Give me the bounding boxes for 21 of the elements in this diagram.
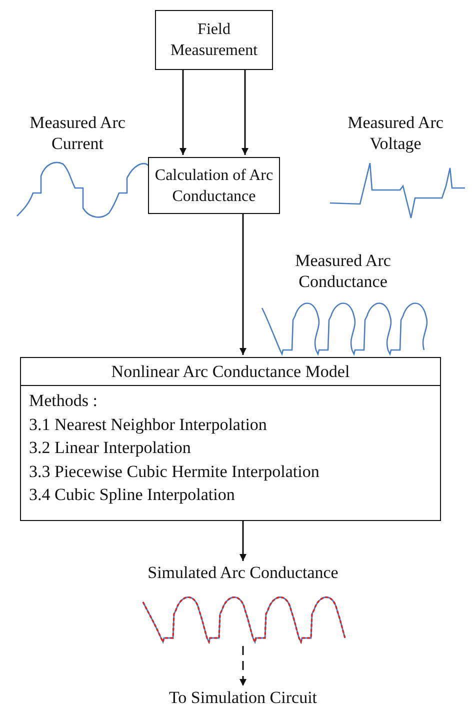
method-item: 3.1 Nearest Neighbor Interpolation xyxy=(28,414,268,436)
waveform-label: Measured Arc Current xyxy=(28,112,126,154)
arrow xyxy=(180,70,186,155)
box-text: Field Measurement xyxy=(169,20,259,61)
process-box xyxy=(155,10,273,70)
method-item: 3.4 Cubic Spline Interpolation xyxy=(28,484,236,506)
arrow xyxy=(240,521,246,561)
methods-heading: Methods : xyxy=(28,390,98,412)
method-item: 3.3 Piecewise Cubic Hermite Interpolation xyxy=(28,460,320,483)
model-panel xyxy=(20,357,441,521)
method-item: 3.2 Linear Interpolation xyxy=(28,437,192,459)
arrow xyxy=(242,70,248,155)
box-text: Calculation of Arc Conductance xyxy=(154,166,274,206)
arrow xyxy=(240,214,246,355)
waveform-label: Measured Arc Conductance xyxy=(294,250,392,292)
waveform-label: Measured Arc Voltage xyxy=(346,112,444,154)
output-label: Simulated Arc Conductance xyxy=(118,563,368,583)
output-label: To Simulation Circuit xyxy=(118,688,368,708)
process-box xyxy=(148,157,280,214)
panel-title: Nonlinear Arc Conductance Model xyxy=(21,358,440,386)
arrow xyxy=(240,646,246,686)
